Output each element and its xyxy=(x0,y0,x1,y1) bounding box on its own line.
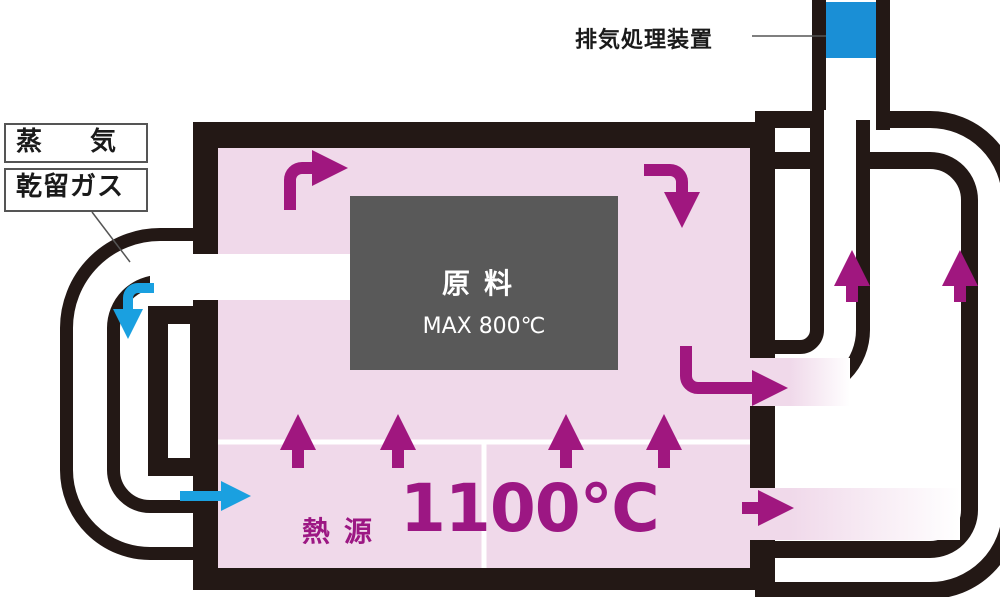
gas-leader-line xyxy=(91,211,131,263)
steam-label: 蒸気 xyxy=(4,123,148,163)
exhaust-device xyxy=(826,2,876,58)
material-title: 原料 xyxy=(441,267,526,300)
lower-exhaust-fade xyxy=(790,488,960,540)
flow-arrow-top-right xyxy=(644,164,700,228)
steam-label-text: 蒸気 xyxy=(16,127,165,157)
gas-outlet-channel xyxy=(150,254,350,300)
flow-arrow-mid-right xyxy=(680,346,788,406)
upper-exhaust-fade xyxy=(790,358,850,406)
material-box xyxy=(350,196,618,370)
distillation-gas-label: 乾留ガス xyxy=(4,168,148,212)
exhaust-loop-pipe-inner xyxy=(755,128,1000,582)
distillation-gas-label-text: 乾留ガス xyxy=(16,172,125,202)
flow-arrow-top-left xyxy=(284,150,348,210)
gas-return-pipe-inner xyxy=(73,241,230,547)
exhaust-treatment-label: 排気処理装置 xyxy=(575,28,714,53)
heat-source-temperature: 1100℃ xyxy=(400,470,660,547)
gas-return-core-inner xyxy=(168,324,190,458)
gas-arrow-down xyxy=(113,283,154,339)
material-temperature: MAX 800℃ xyxy=(422,314,546,339)
heat-source-label: 熱源 xyxy=(302,515,387,548)
